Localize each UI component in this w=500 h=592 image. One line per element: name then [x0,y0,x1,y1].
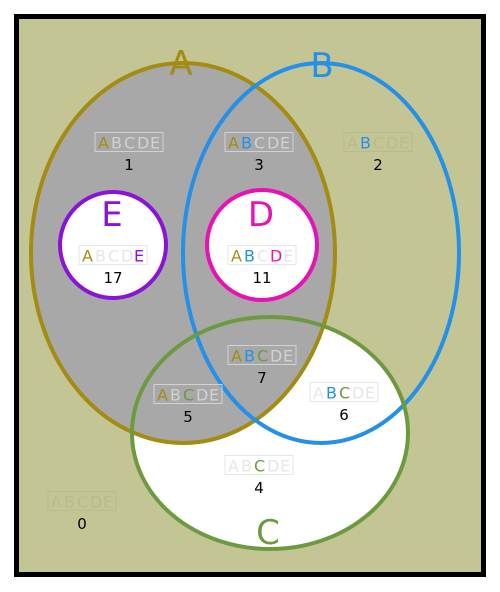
membership-letter-a: A [51,493,62,512]
membership-code-box [153,384,223,404]
membership-letter-d: D [121,247,133,266]
region-count: 2 [373,156,383,174]
membership-letter-d: D [267,134,279,153]
region-count: 4 [254,479,264,497]
membership-letter-b: B [326,384,337,403]
membership-letter-e: E [134,247,144,266]
membership-letter-c: C [339,384,350,403]
membership-code-box [224,132,294,152]
membership-letter-a: A [82,247,93,266]
region-count: 6 [339,406,349,424]
membership-letter-b: B [244,347,255,366]
membership-letter-d: D [137,134,149,153]
membership-letter-d: D [352,384,364,403]
membership-letter-a: A [231,347,242,366]
membership-code-box [227,245,297,265]
membership-letter-a: A [228,457,239,476]
membership-letter-c: C [373,134,384,153]
membership-letter-e: E [399,134,409,153]
membership-letter-d: D [270,247,282,266]
membership-letter-a: A [98,134,109,153]
set-a-label: A [169,44,192,84]
membership-letter-c: C [108,247,119,266]
membership-code-box [343,132,413,152]
membership-letter-c: C [257,247,268,266]
membership-letter-e: E [103,493,113,512]
membership-letter-a: A [347,134,358,153]
membership-letter-c: C [254,457,265,476]
membership-letter-e: E [283,347,293,366]
membership-letter-a: A [228,134,239,153]
membership-letter-a: A [157,386,168,405]
membership-letter-d: D [267,457,279,476]
membership-letter-e: E [365,384,375,403]
membership-letter-c: C [124,134,135,153]
region-count: 0 [77,515,87,533]
membership-code-box [94,132,164,152]
membership-code-box [78,245,148,265]
membership-letter-b: B [64,493,75,512]
set-c-outline [130,315,410,551]
membership-code-box [224,455,294,475]
membership-letter-e: E [280,457,290,476]
membership-letter-c: C [77,493,88,512]
set-b-outline [181,61,461,445]
membership-letter-e: E [150,134,160,153]
membership-letter-e: E [209,386,219,405]
membership-letter-d: D [90,493,102,512]
membership-letter-b: B [170,386,181,405]
set-c-label: C [256,513,280,553]
set-b-label: B [310,46,333,86]
membership-letter-d: D [196,386,208,405]
region-count: 11 [252,269,271,287]
membership-letter-e: E [283,247,293,266]
set-e-label: E [101,195,122,235]
membership-letter-a: A [313,384,324,403]
membership-letter-c: C [183,386,194,405]
set-a-outline [29,61,337,445]
membership-letter-c: C [257,347,268,366]
membership-code-box [47,491,117,511]
membership-letter-b: B [241,134,252,153]
membership-letter-b: B [95,247,106,266]
region-count: 5 [183,408,193,426]
set-d-label: D [248,195,274,235]
membership-code-box [309,382,379,402]
membership-letter-b: B [111,134,122,153]
membership-letter-b: B [360,134,371,153]
region-count: 7 [257,369,267,387]
membership-letter-e: E [280,134,290,153]
membership-letter-d: D [386,134,398,153]
region-count: 17 [103,269,122,287]
membership-code-box [227,345,297,365]
membership-letter-a: A [231,247,242,266]
region-count: 1 [124,156,134,174]
membership-letter-c: C [254,134,265,153]
membership-letter-b: B [241,457,252,476]
membership-letter-b: B [244,247,255,266]
membership-letter-d: D [270,347,282,366]
region-count: 3 [254,156,264,174]
